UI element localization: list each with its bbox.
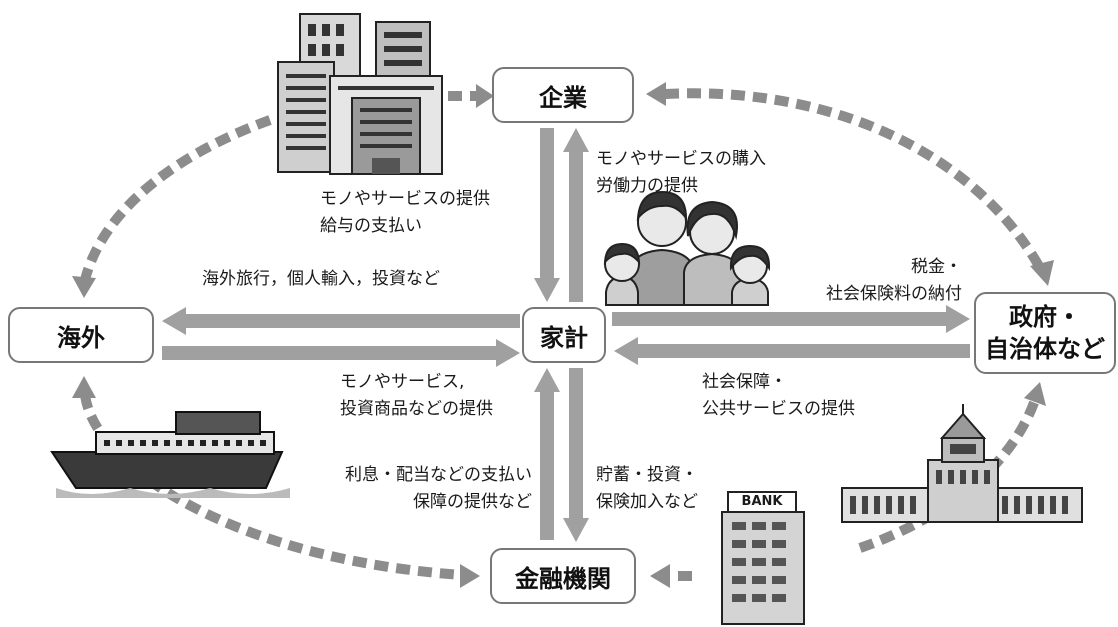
node-finance: 金融機関 bbox=[490, 548, 636, 604]
node-company: 企業 bbox=[492, 67, 634, 123]
label-household-to-government: 税金・ 社会保険料の納付 bbox=[796, 254, 962, 308]
label-overseas-travel: 海外旅行，個人輸入，投資など bbox=[202, 269, 440, 289]
node-overseas: 海外 bbox=[8, 307, 154, 363]
label-public-services: 公共サービスの提供 bbox=[702, 399, 855, 419]
label-household-to-finance: 貯蓄・投資・ 保険加入など bbox=[596, 462, 698, 516]
arrow-company-to-household bbox=[534, 128, 560, 302]
office-buildings-icon bbox=[277, 13, 443, 175]
node-government-label-2: 自治体など bbox=[985, 335, 1105, 363]
arrow-household-to-company bbox=[563, 128, 589, 302]
arrow-household-to-finance bbox=[563, 368, 589, 542]
label-overseas-goods: モノやサービス, bbox=[340, 372, 465, 392]
label-tax: 税金・ bbox=[911, 257, 962, 277]
cargo-ship-icon bbox=[50, 411, 290, 498]
arrow-government-to-household bbox=[614, 337, 970, 365]
label-coverage: 保障の提供など bbox=[413, 492, 532, 512]
node-overseas-label: 海外 bbox=[57, 323, 105, 352]
node-household-label: 家計 bbox=[540, 323, 588, 352]
node-finance-label: 金融機関 bbox=[515, 564, 611, 593]
arrow-household-to-overseas bbox=[162, 307, 520, 335]
label-household-to-overseas: 海外旅行，個人輸入，投資など bbox=[202, 266, 440, 293]
label-overseas-to-household: モノやサービス, 投資商品などの提供 bbox=[340, 369, 493, 423]
label-labor-supply: 労働力の提供 bbox=[596, 176, 698, 196]
node-household: 家計 bbox=[522, 307, 606, 363]
label-investment-products: 投資商品などの提供 bbox=[340, 399, 493, 419]
label-social-insurance: 社会保険料の納付 bbox=[826, 284, 962, 304]
label-interest-dividends: 利息・配当などの支払い bbox=[345, 465, 532, 485]
diet-building-icon bbox=[841, 404, 1083, 523]
label-savings: 貯蓄・投資・ bbox=[596, 465, 698, 485]
node-government: 政府・ 自治体など bbox=[974, 292, 1116, 374]
family-icon bbox=[603, 190, 771, 306]
dashed-flow-building-overseas bbox=[72, 115, 272, 298]
arrow-overseas-to-household bbox=[162, 339, 520, 367]
label-finance-to-household: 利息・配当などの支払い 保障の提供など bbox=[296, 462, 532, 516]
bank-building-icon bbox=[721, 491, 805, 625]
arrow-finance-to-household bbox=[534, 368, 560, 540]
label-company-to-household: モノやサービスの提供 給与の支払い bbox=[320, 186, 490, 240]
label-household-to-company: モノやサービスの購入 労働力の提供 bbox=[596, 146, 766, 200]
label-government-to-household: 社会保障・ 公共サービスの提供 bbox=[702, 369, 855, 423]
node-government-label-1: 政府・ bbox=[1009, 303, 1081, 331]
label-wage-payment: 給与の支払い bbox=[320, 216, 422, 236]
arrow-household-to-government bbox=[612, 305, 970, 333]
dashed-flow-company-government bbox=[646, 82, 1054, 286]
label-provide-goods: モノやサービスの提供 bbox=[320, 189, 490, 209]
dashed-flow-overseas-finance bbox=[72, 376, 480, 588]
label-insurance: 保険加入など bbox=[596, 492, 698, 512]
label-purchase-goods: モノやサービスの購入 bbox=[596, 149, 766, 169]
dashed-flow-bank-finance bbox=[650, 564, 692, 588]
label-social-security: 社会保障・ bbox=[702, 372, 787, 392]
bank-sign: BANK bbox=[741, 494, 783, 509]
dashed-flow-building-to-company bbox=[448, 84, 494, 108]
node-company-label: 企業 bbox=[539, 83, 587, 112]
